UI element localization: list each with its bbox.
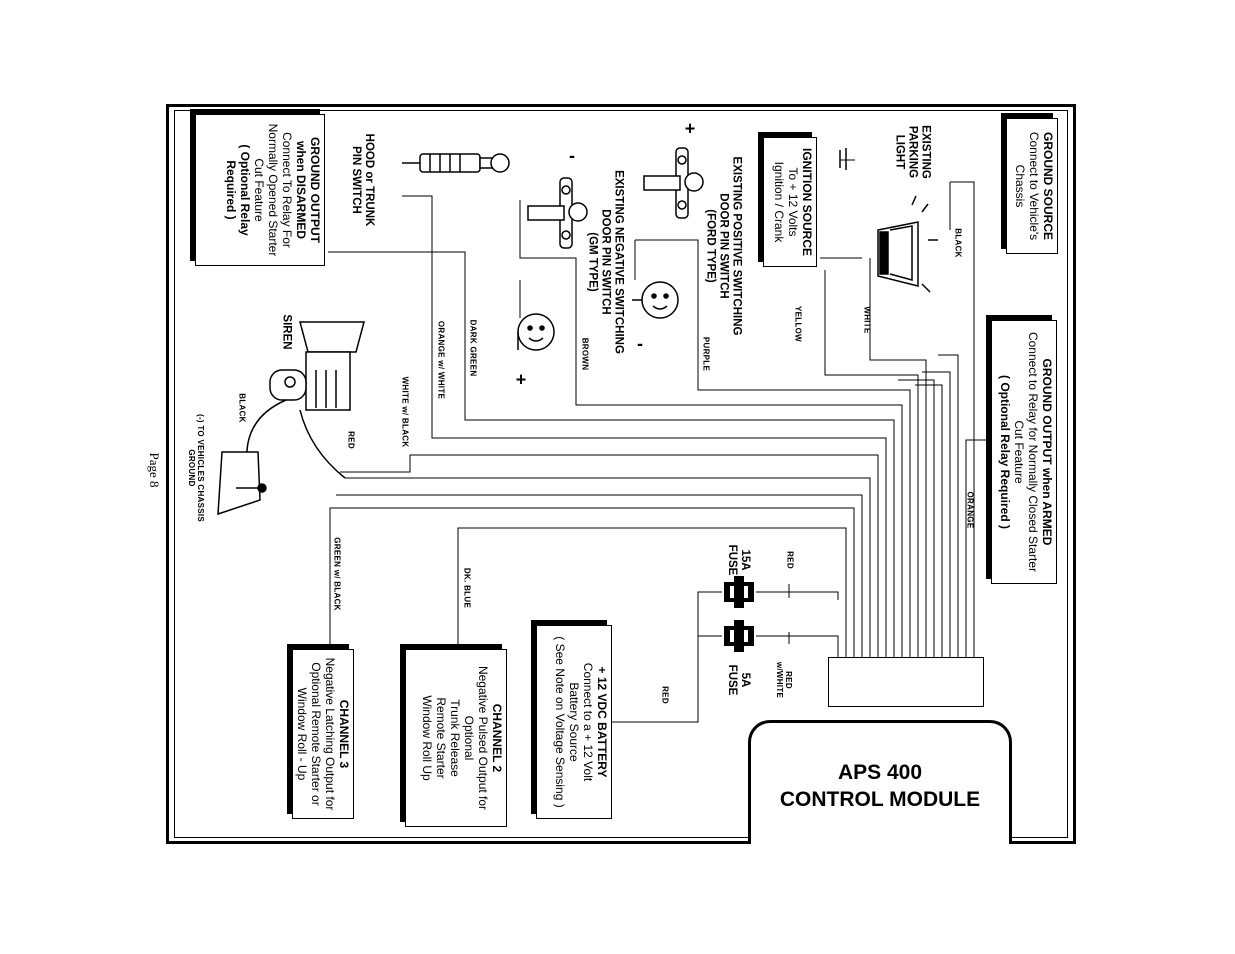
parking-light-label: EXISTING PARKING LIGHT [893, 125, 932, 179]
fuse-5a-icon [724, 620, 754, 652]
module-terminal-block [828, 657, 984, 707]
positive-sign: + [684, 118, 696, 139]
control-module-label: APS 400 CONTROL MODULE [751, 759, 1009, 813]
wire-label-red-fuse: RED [785, 551, 795, 569]
fuse-15a-icon [724, 576, 754, 608]
wire-label-white: WHITE [862, 306, 872, 334]
dome-light-bulb-icon [517, 313, 555, 351]
parking-light-icon [839, 148, 938, 293]
wire-dk-blue [457, 527, 847, 657]
wire-label-white-black: WHITE w/ BLACK [400, 376, 410, 448]
positive-door-switch-icon [643, 147, 704, 219]
wire-orange-white [402, 195, 887, 657]
wire-label-red-battery: RED [660, 686, 670, 704]
ground-disarmed-box: GROUND OUTPUT when DISARMED Connect To R… [195, 114, 325, 266]
siren-label: SIREN [280, 314, 293, 350]
dome-light-bulb-icon [632, 281, 679, 319]
positive-door-switch-label: EXISTING POSITIVE SWITCHING DOOR PIN SWI… [704, 156, 743, 336]
battery-box: + 12 VDC BATTERY Connect to a + 12 Volt … [536, 625, 612, 819]
wire-red-battery [668, 591, 722, 723]
negative-sign: - [637, 333, 643, 354]
diagram-outer-frame [166, 104, 1076, 844]
wire-brown [519, 200, 903, 657]
negative-door-switch-label: EXISTING NEGATIVE SWITCHING DOOR PIN SWI… [586, 170, 625, 354]
wire-label-green-black: GREEN w/ BLACK [332, 537, 342, 611]
module-name: CONTROL MODULE [779, 788, 981, 811]
wire-red-siren [345, 477, 871, 657]
wire-label-dk-blue: DK. BLUE [462, 567, 472, 609]
siren-icon [246, 321, 365, 479]
wire-label-yellow: YELLOW [793, 305, 803, 343]
hood-pin-switch-icon [402, 153, 510, 173]
wire-label-brown: BROWN [580, 337, 590, 371]
wire-dark-green [328, 251, 895, 657]
positive-sign: + [515, 369, 527, 390]
module-model: APS 400 [837, 761, 923, 784]
ground-source-box: GROUND SOURCE Connect to Vehicle's Chass… [1006, 118, 1058, 254]
wire-purple [635, 239, 911, 657]
wire-label-orange-white: ORANGE w/ WHITE [436, 320, 446, 400]
wire-label-red-white: RED w/WHITE [775, 661, 793, 699]
negative-door-switch-icon [527, 177, 588, 249]
negative-sign: - [569, 145, 575, 166]
wire-label-red: RED [346, 431, 356, 449]
wire-orange [965, 439, 990, 657]
wire-label-black: BLACK [953, 228, 963, 258]
channel-3-box: CHANNEL 3 Negative Latching Output for O… [292, 649, 354, 819]
ignition-source-box: IGNITION SOURCE To + 12 Volts Ignition /… [763, 137, 817, 267]
wire-white-black [340, 454, 879, 657]
ground-armed-box: GROUND OUTPUT when ARMED Connect to Rela… [991, 320, 1057, 584]
wire-yellow [824, 270, 919, 657]
fuse-15a-label: 15A FUSE [726, 544, 751, 576]
channel-2-box: CHANNEL 2 Negative Pulsed Output for Opt… [405, 649, 507, 827]
chassis-ground-label: (-) TO VEHICLES CHASSIS GROUND [187, 413, 205, 523]
wire-label-orange: ORANGE [965, 491, 975, 529]
wire-green-black [329, 507, 855, 657]
wire-white [869, 258, 927, 657]
control-module-box: APS 400 CONTROL MODULE [748, 720, 1012, 844]
hood-trunk-switch-label: HOOD or TRUNK PIN SWITCH [350, 133, 375, 227]
diagram-inner-frame [174, 110, 1068, 838]
chassis-ground-icon [217, 451, 267, 516]
wire-label-purple: PURPLE [701, 336, 711, 372]
wire-label-dark-green: DARK GREEN [468, 319, 478, 377]
wire-label-siren-black: BLACK [237, 393, 247, 423]
fuse-5a-label: 5A FUSE [726, 664, 751, 696]
